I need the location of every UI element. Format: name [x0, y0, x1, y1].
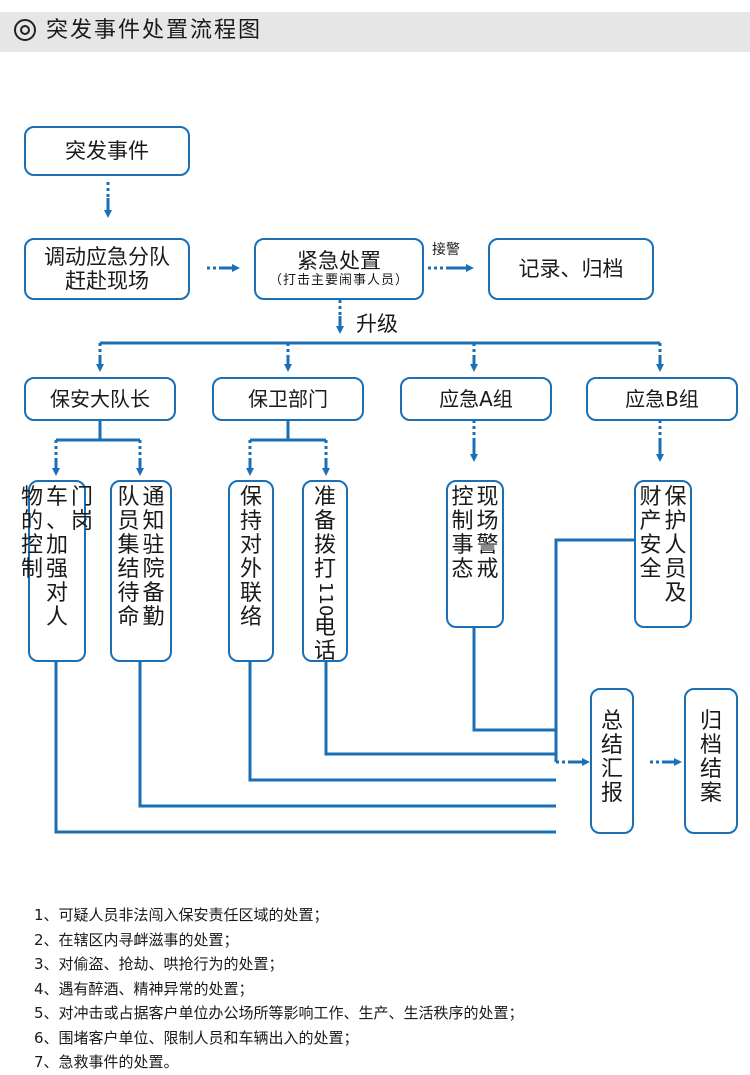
task-6-col-1: 保护人员及	[664, 485, 687, 606]
node-group-1-label: 保安大队长	[50, 387, 150, 411]
node-task-2: 通知驻院备勤 队员集结待命	[110, 480, 172, 662]
return-line-t1	[54, 662, 556, 834]
archive-col: 归档结案	[699, 709, 722, 806]
note-item: 1、可疑人员非法闯入保安责任区域的处置；	[34, 906, 329, 924]
task-1-col-1: 门岗	[70, 485, 93, 534]
return-line-a	[472, 628, 556, 732]
node-group-a: 应急A组	[400, 377, 552, 421]
task-5-col-2: 控制事态	[451, 485, 474, 582]
node-group-2: 保卫部门	[212, 377, 364, 421]
return-line-b	[554, 538, 636, 762]
handover-label: 接警	[432, 242, 460, 258]
task-2-col-2: 队员集结待命	[117, 485, 140, 630]
node-group-2-label: 保卫部门	[248, 387, 328, 411]
task-2-col-1: 通知驻院备勤	[142, 485, 165, 630]
node-group-a-label: 应急A组	[439, 387, 513, 411]
escalate-label: 升级	[356, 312, 398, 336]
node-summary: 总结汇报	[590, 688, 634, 834]
task-1-col-2: 车、加强对人	[45, 485, 68, 630]
return-line-t2	[138, 662, 556, 808]
node-dispatch-line2: 赶赴现场	[65, 269, 149, 293]
return-line-t4	[324, 662, 556, 756]
node-emergency-sub: （打击主要闹事人员）	[268, 273, 409, 288]
node-start: 突发事件	[24, 126, 190, 176]
task-5-col-1: 现场警戒	[476, 485, 499, 582]
node-task-5: 现场警戒 控制事态	[446, 480, 504, 628]
page-title: 突发事件处置流程图	[46, 18, 263, 43]
node-group-b: 应急B组	[586, 377, 738, 421]
double-circle-icon	[14, 19, 36, 41]
node-archive: 归档结案	[684, 688, 738, 834]
node-record-label: 记录、归档	[518, 257, 624, 281]
note-item: 5、对冲击或占据客户单位办公场所等影响工作、生产、生活秩序的处置；	[34, 1004, 524, 1022]
node-task-6: 保护人员及 财产安全	[634, 480, 692, 628]
node-emergency-title: 紧急处置	[297, 249, 381, 273]
node-start-label: 突发事件	[65, 139, 149, 163]
node-dispatch: 调动应急分队 赶赴现场	[24, 238, 190, 300]
node-task-1: 门岗 车、加强对人 物的控制	[21, 480, 93, 662]
node-record: 记录、归档	[488, 238, 654, 300]
task-6-col-2: 财产安全	[639, 485, 662, 582]
node-dispatch-line1: 调动应急分队	[44, 245, 170, 269]
node-task-3: 保持对外联络	[228, 480, 274, 662]
note-item: 7、急救事件的处置。	[34, 1053, 179, 1071]
task-3-col-1: 保持对外联络	[239, 485, 262, 630]
note-item: 4、遇有醉酒、精神异常的处置；	[34, 979, 254, 998]
summary-col: 总结汇报	[600, 709, 623, 806]
note-item: 6、围堵客户单位、限制人员和车辆出入的处置；	[34, 1028, 359, 1047]
notes-list: 1、可疑人员非法闯入保安责任区域的处置； 2、在辖区内寻衅滋事的处置； 3、对偷…	[34, 903, 524, 1075]
note-item: 3、对偷盗、抢劫、哄抢行为的处置；	[34, 955, 284, 973]
node-group-1: 保安大队长	[24, 377, 176, 421]
return-line-t3	[248, 662, 556, 782]
task-1-col-3: 物的控制	[20, 485, 43, 582]
node-emergency: 紧急处置 （打击主要闹事人员）	[254, 238, 424, 300]
title-bar: 突发事件处置流程图	[0, 12, 750, 52]
node-group-b-label: 应急B组	[625, 387, 699, 411]
note-item: 2、在辖区内寻衅滋事的处置；	[34, 930, 239, 949]
